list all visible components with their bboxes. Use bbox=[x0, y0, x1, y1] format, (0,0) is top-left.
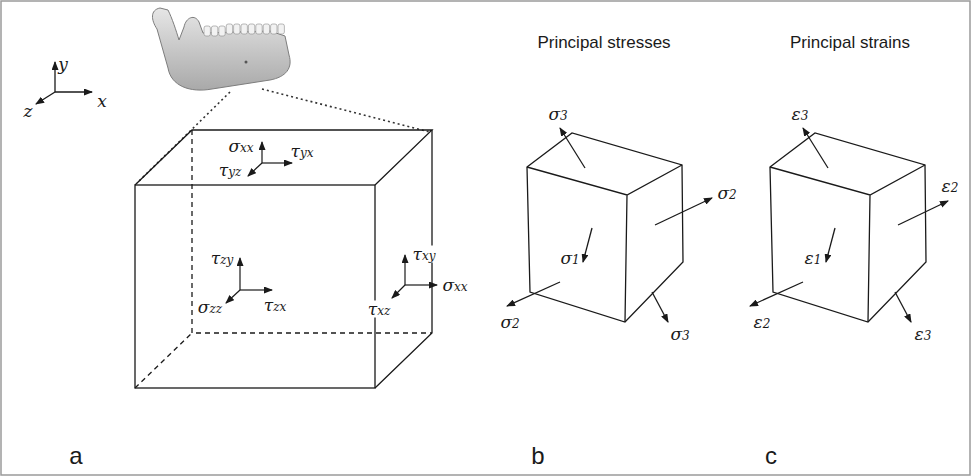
tooth bbox=[256, 24, 262, 34]
tooth bbox=[234, 24, 240, 34]
principal-strain-arrows bbox=[750, 128, 948, 322]
stress-cube bbox=[135, 130, 432, 388]
panel-title: Principal strains bbox=[790, 34, 910, 51]
tooth bbox=[219, 26, 225, 36]
tooth bbox=[263, 24, 269, 34]
tooth bbox=[226, 24, 232, 34]
stress-label: τyz bbox=[218, 162, 243, 179]
tooth bbox=[211, 26, 217, 36]
panel-letter: c bbox=[765, 444, 777, 468]
principal-strain-label: ε2 bbox=[753, 314, 772, 331]
tooth bbox=[278, 24, 284, 34]
principal-stress-label: σ2 bbox=[499, 314, 520, 331]
principal-stress-label: σ1 bbox=[559, 250, 580, 267]
stress-label: τzy bbox=[210, 250, 235, 267]
principal-strain-label: ε2 bbox=[941, 178, 960, 195]
axis-label: x bbox=[97, 93, 107, 110]
stress-label: τxy bbox=[412, 246, 437, 263]
stress-arrows bbox=[226, 142, 437, 303]
tooth bbox=[271, 24, 277, 34]
principal-stress-label: σ2 bbox=[716, 185, 737, 202]
stress-label: σxx bbox=[441, 277, 468, 294]
principal-strain-label: ε3 bbox=[914, 326, 933, 343]
stress-label: τyx bbox=[290, 143, 315, 160]
panel-letter: a bbox=[69, 444, 82, 468]
axis-label: z bbox=[24, 103, 33, 120]
stress-label: τzx bbox=[263, 297, 288, 314]
principal-strain-label: ε3 bbox=[791, 106, 810, 123]
tooth bbox=[248, 24, 254, 34]
principal-stress-label: σ3 bbox=[547, 106, 568, 123]
tooth bbox=[241, 24, 247, 34]
panel-title: Principal stresses bbox=[537, 34, 670, 51]
stress-label: τxz bbox=[367, 301, 392, 318]
principal-stress-label: σ3 bbox=[669, 326, 690, 343]
zoom-line bbox=[262, 89, 430, 132]
stress-label: σxx bbox=[227, 138, 254, 155]
principal-strain-label: ε1 bbox=[804, 250, 823, 267]
mandible-illustration bbox=[152, 8, 290, 90]
principal-stress-arrows bbox=[507, 128, 712, 322]
principal-stress-cube bbox=[527, 133, 683, 322]
axis-label: y bbox=[58, 56, 68, 73]
tooth bbox=[204, 26, 210, 36]
stress-label: σzz bbox=[197, 299, 223, 316]
panel-letter: b bbox=[531, 444, 544, 468]
principal-strain-cube bbox=[770, 133, 926, 322]
